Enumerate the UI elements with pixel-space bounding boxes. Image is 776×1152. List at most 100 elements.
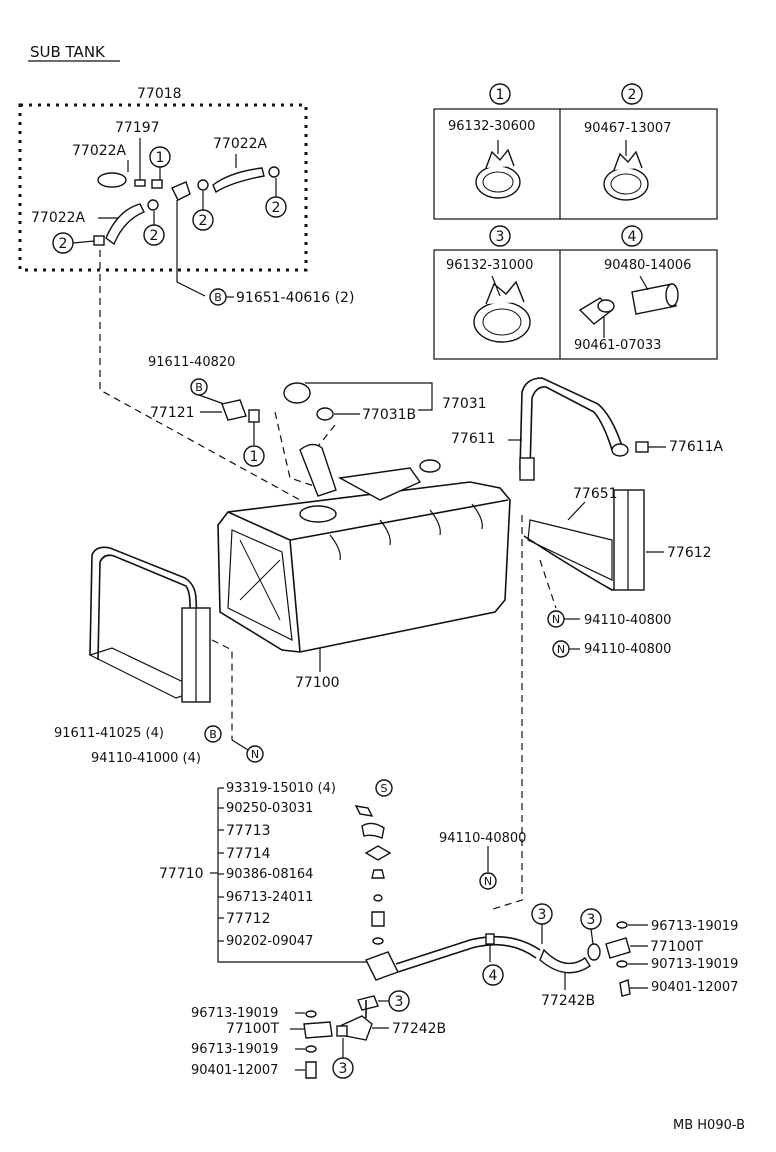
part-90202 (372, 937, 384, 945)
label-94110-c: 94110-40800 (439, 831, 526, 846)
svg-text:1: 1 (496, 87, 505, 103)
svg-text:1: 1 (250, 449, 259, 465)
svg-text:S: S (381, 782, 388, 795)
clip-part-2c (147, 199, 159, 211)
label-91611-40820: 91611-40820 (148, 355, 235, 370)
label-91651: 91651-40616 (2) (236, 290, 354, 306)
callout-3-lower-b: 3 (332, 1057, 354, 1079)
leader-91651 (176, 200, 206, 297)
label-77611: 77611 (451, 431, 496, 447)
part-90386 (371, 869, 385, 879)
dashed-leader-left-band (211, 639, 233, 740)
clip-part-2d (93, 235, 105, 246)
part-96713-24011 (373, 894, 383, 902)
svg-text:N: N (484, 875, 492, 888)
callout-3-lower-a: 3 (388, 990, 410, 1012)
label-93319: 93319-15010 (4) (226, 781, 336, 796)
callout-N-94110-41000: N (246, 745, 264, 763)
label-90401-l: 90401-12007 (191, 1063, 278, 1078)
fuel-tank-77100 (217, 443, 511, 653)
svg-text:2: 2 (628, 87, 637, 103)
clamp-4-drawing (578, 275, 679, 338)
svg-text:4: 4 (628, 229, 637, 245)
leader-B-91611 (198, 394, 225, 405)
figure-code: MB H090-B (673, 1118, 745, 1133)
part-77714 (364, 845, 392, 861)
leader-callout-3b (590, 928, 594, 945)
label-77031: 77031 (442, 396, 487, 412)
clip-near-77121 (248, 409, 260, 423)
callout-2-box-d: 2 (52, 232, 74, 254)
svg-text:N: N (557, 643, 565, 656)
clamp-2-part: 90467-13007 (584, 121, 671, 136)
label-77031B: 77031B (362, 407, 416, 423)
svg-text:B: B (214, 291, 222, 304)
label-90250: 90250-03031 (226, 801, 313, 816)
callout-2-box-b: 2 (265, 196, 287, 218)
callout-N-94110-a: N (547, 610, 565, 628)
clamp-4-part2: 90461-07033 (574, 338, 661, 353)
fuel-pipe (365, 921, 631, 997)
svg-text:1: 1 (156, 150, 165, 166)
label-77022A-b: 77022A (213, 136, 268, 152)
part-77712 (371, 911, 385, 927)
dashed-leader-77121 (274, 411, 321, 489)
label-77242B-l: 77242B (392, 1021, 446, 1037)
label-94110-41000: 94110-41000 (4) (91, 751, 201, 766)
label-96713-24011: 96713-24011 (226, 890, 313, 905)
label-96713-19019-l1: 96713-19019 (191, 1006, 278, 1021)
svg-text:3: 3 (496, 229, 505, 245)
part-90250 (354, 805, 374, 817)
label-77611A: 77611A (669, 439, 724, 455)
tank-band-right (519, 377, 649, 591)
hose-kit-box (18, 103, 308, 272)
clamp-3-header: 3 (489, 225, 511, 247)
bracket-77710 (217, 788, 376, 963)
diagram-title: SUB TANK (30, 43, 106, 61)
label-77242B-r: 77242B (541, 993, 595, 1009)
callout-2-box-a: 2 (192, 209, 214, 231)
callout-4-pipe: 4 (482, 964, 504, 986)
clamp-1-drawing (475, 140, 521, 199)
label-90202: 90202-09047 (226, 934, 313, 949)
label-96713-19019-r: 96713-19019 (651, 919, 738, 934)
clamp-4-header: 4 (621, 225, 643, 247)
svg-text:B: B (195, 381, 203, 394)
callout-N-94110-c: N (479, 872, 497, 890)
label-96713-19019-l2: 96713-19019 (191, 1042, 278, 1057)
label-94110-a: 94110-40800 (584, 613, 671, 628)
label-77100T-l: 77100T (226, 1021, 280, 1037)
svg-text:N: N (251, 748, 259, 761)
part-77713 (361, 822, 385, 839)
clamp-3-part: 96132-31000 (446, 258, 533, 273)
callout-B-91611-40820: B (190, 378, 208, 396)
clamp-table (433, 108, 718, 360)
label-77197: 77197 (115, 120, 160, 136)
label-77712: 77712 (226, 911, 271, 927)
part-77121 (221, 399, 247, 421)
gasket-77031B (316, 407, 334, 421)
hose-part-b (212, 167, 265, 194)
callout-B-91611-41025: B (204, 725, 222, 743)
svg-text:2: 2 (199, 213, 208, 229)
label-90401-r: 90401-12007 (651, 980, 738, 995)
callout-N-94110-b: N (552, 640, 570, 658)
leader-N-left (231, 739, 249, 751)
label-77018: 77018 (137, 86, 182, 102)
clamp-4-part: 90480-14006 (604, 258, 691, 273)
svg-text:2: 2 (150, 228, 159, 244)
leader-77031 (305, 382, 433, 411)
lower-pipe (303, 995, 379, 1079)
label-77100T-r: 77100T (650, 939, 704, 955)
label-77022A-c: 77022A (31, 210, 86, 226)
callout-B-91651: B (209, 288, 227, 306)
label-90713-19019-r: 90713-19019 (651, 957, 738, 972)
leader-77651 (567, 501, 586, 521)
clamp-1-part: 96132-30600 (448, 119, 535, 134)
callout-3-pipe-a: 3 (531, 903, 553, 925)
label-77121: 77121 (150, 405, 195, 421)
clip-part-2a (197, 179, 209, 191)
label-77100: 77100 (295, 675, 340, 691)
svg-text:3: 3 (538, 907, 547, 923)
svg-text:2: 2 (272, 200, 281, 216)
